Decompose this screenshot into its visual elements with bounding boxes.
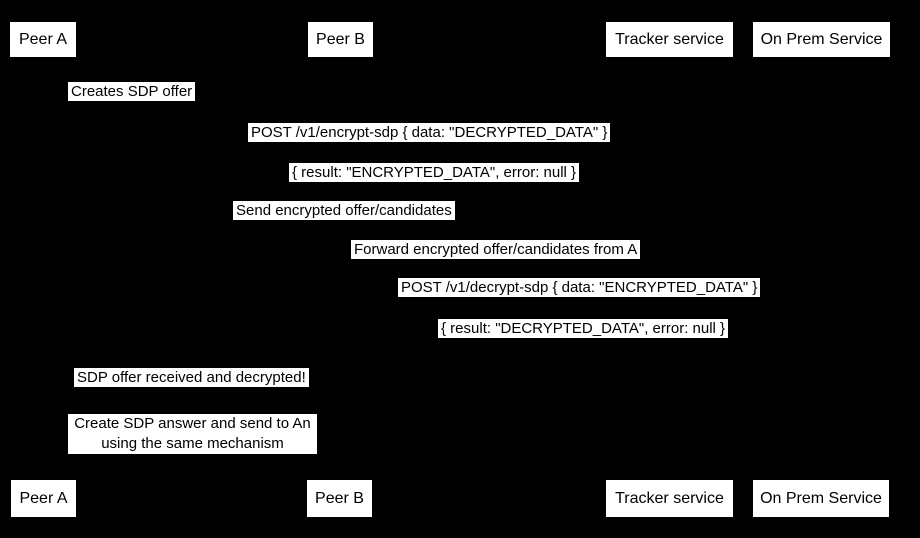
participant-on-prem-service-bottom: On Prem Service <box>753 480 889 517</box>
message-result-encrypted-data: { result: "ENCRYPTED_DATA", error: null … <box>289 163 580 182</box>
message-creates-sdp-offer: Creates SDP offer <box>68 82 196 101</box>
message-send-encrypted-offer: Send encrypted offer/candidates <box>233 201 455 220</box>
note-create-sdp-answer: Create SDP answer and send to An using t… <box>68 414 317 454</box>
message-forward-encrypted-offer: Forward encrypted offer/candidates from … <box>351 240 641 259</box>
participant-on-prem-service-top: On Prem Service <box>753 22 890 57</box>
message-post-encrypt-sdp: POST /v1/encrypt-sdp { data: "DECRYPTED_… <box>248 123 611 142</box>
message-post-decrypt-sdp: POST /v1/decrypt-sdp { data: "ENCRYPTED_… <box>398 278 761 297</box>
participant-peer-b-bottom: Peer B <box>307 480 372 517</box>
participant-peer-a-top: Peer A <box>10 22 76 57</box>
participant-tracker-service-bottom: Tracker service <box>606 480 733 517</box>
participant-peer-b-top: Peer B <box>308 22 373 57</box>
participant-peer-a-bottom: Peer A <box>11 480 76 517</box>
message-sdp-offer-received: SDP offer received and decrypted! <box>74 368 309 387</box>
message-result-decrypted-data: { result: "DECRYPTED_DATA", error: null … <box>438 319 729 338</box>
participant-tracker-service-top: Tracker service <box>606 22 733 57</box>
